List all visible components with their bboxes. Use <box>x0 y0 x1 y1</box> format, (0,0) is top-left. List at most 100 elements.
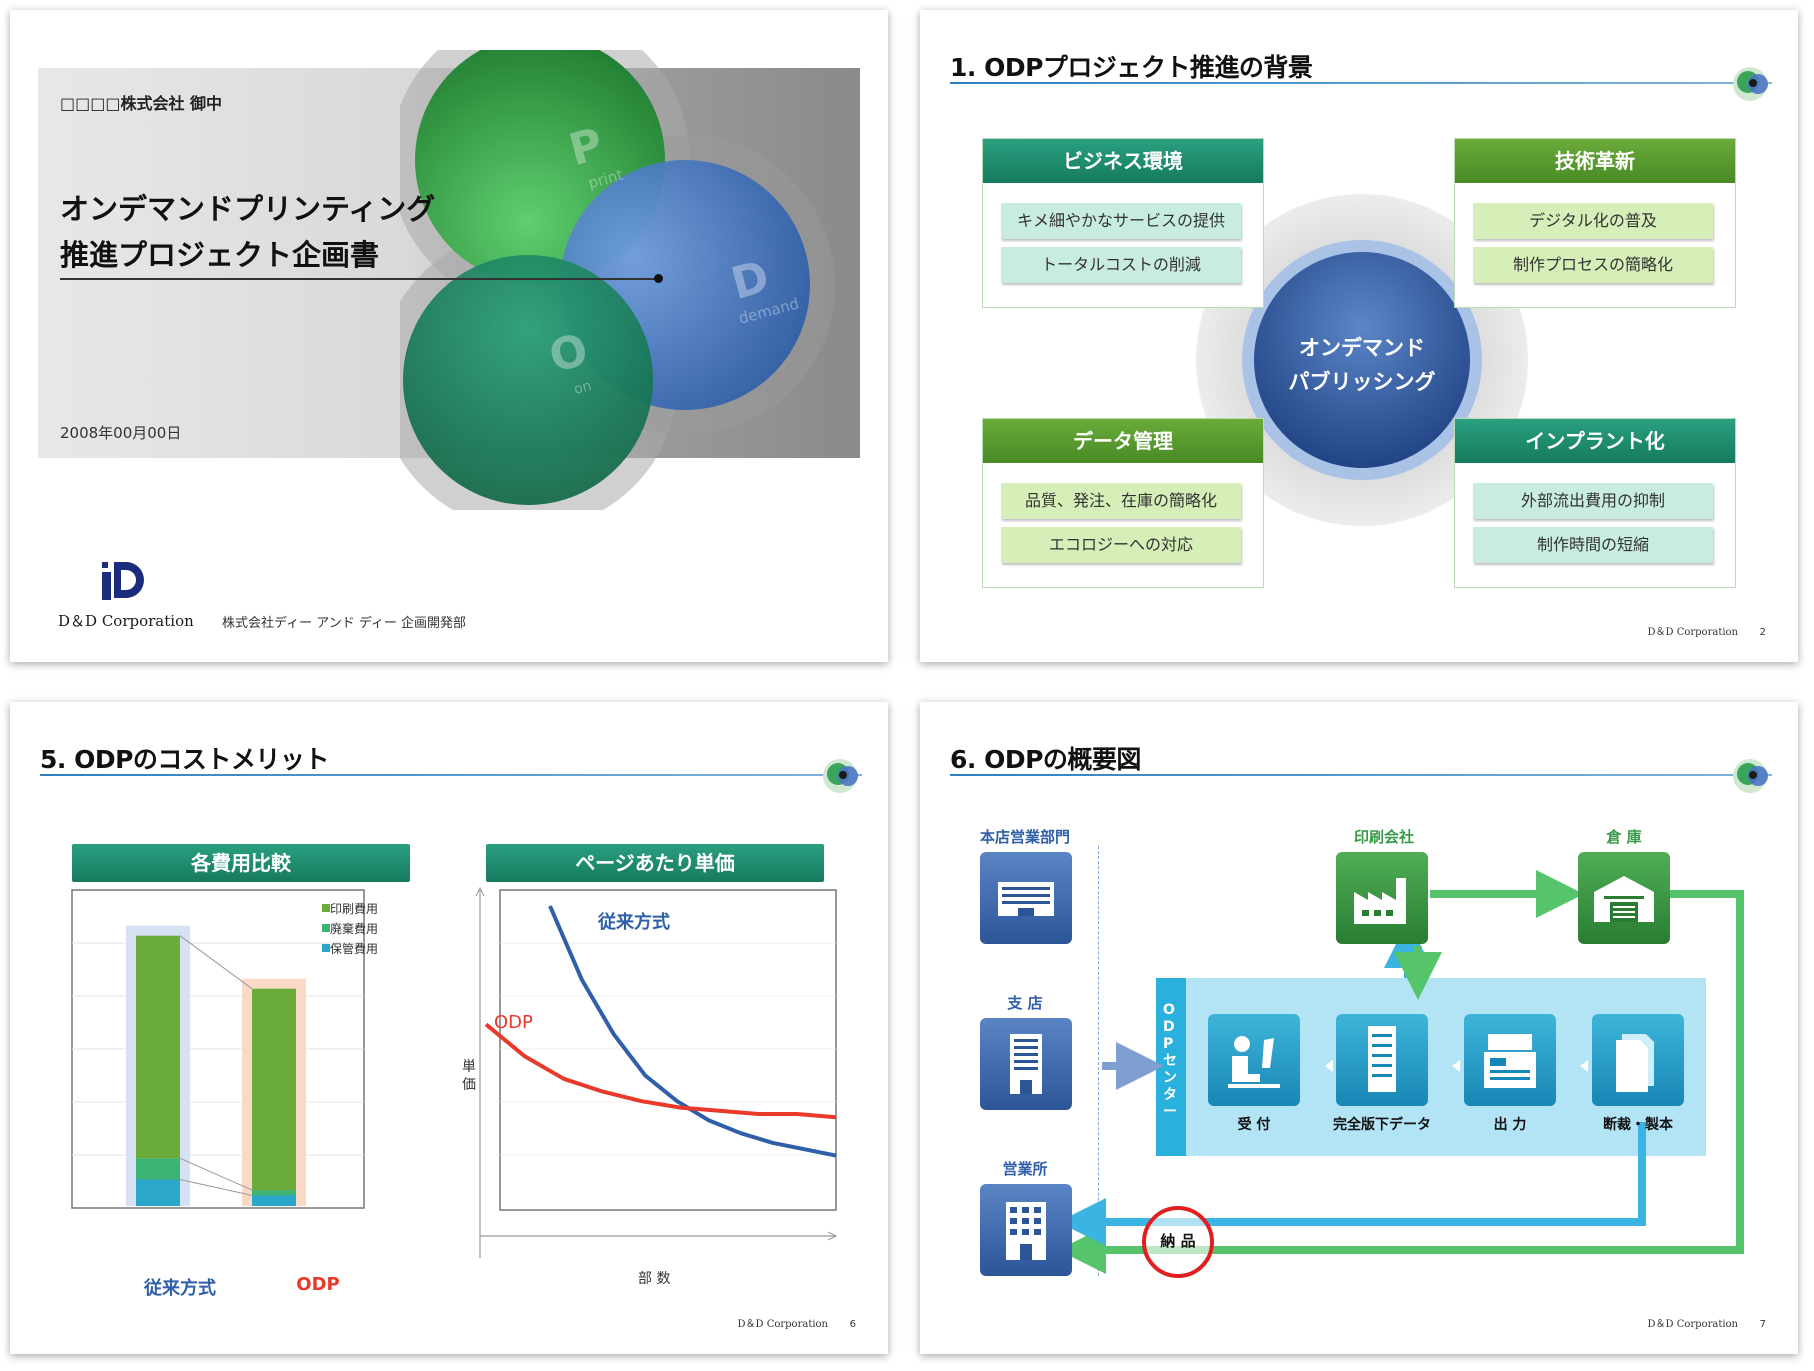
bar-segment <box>136 1179 180 1206</box>
corner-circles-icon <box>823 759 858 793</box>
page-number: 7 <box>1759 1319 1766 1330</box>
step-label: 断裁・製本 <box>1603 1117 1673 1133</box>
box-item: デジタル化の普及 <box>1473 203 1713 239</box>
legend-swatch <box>322 924 330 932</box>
delivery-label: 納 品 <box>1160 1232 1196 1250</box>
cover-title-line1: オンデマンドプリンティング <box>60 192 436 226</box>
slide-cover[interactable]: P print D demand O on □□□□株式会社 御中 オンデマンド… <box>10 10 888 662</box>
unit-price-line-chart <box>475 886 838 1258</box>
cover-date: 2008年00月00日 <box>60 424 182 442</box>
bar-label-odp: ODP <box>296 1274 340 1295</box>
footer-company: D＆D Corporation <box>1647 627 1738 638</box>
office-building-icon <box>980 1184 1072 1276</box>
legend-swatch <box>322 944 330 952</box>
dashed-divider <box>1098 846 1099 1276</box>
bar-segment <box>136 1158 180 1180</box>
page-number: 6 <box>849 1319 856 1330</box>
label-branch: 支 店 <box>1007 994 1043 1012</box>
bar-label-conventional: 従来方式 <box>144 1278 216 1299</box>
slide-cost-merit[interactable]: 5. ODPのコストメリット 各費用比較 ページあたり単価 印刷費用 廃棄費用 … <box>10 702 888 1354</box>
legend-label: 印刷費用 <box>330 902 379 916</box>
connector-line <box>179 935 253 990</box>
legend-label: 保管費用 <box>330 942 379 956</box>
box-technology: 技術革新 デジタル化の普及 制作プロセスの簡略化 <box>1454 138 1736 308</box>
branch-building-icon <box>980 1018 1072 1110</box>
footer-company: D＆D Corporation <box>1647 1319 1738 1330</box>
bar-segment <box>252 1190 296 1196</box>
cost-bar-chart <box>71 889 365 1209</box>
box-item: 外部流出費用の抑制 <box>1473 483 1713 519</box>
y-axis-arrowhead <box>475 886 485 897</box>
hq-building-icon <box>980 852 1072 944</box>
title-rule <box>950 82 1772 84</box>
bar-segment <box>252 1195 296 1206</box>
box-item: 品質、発注、在庫の簡略化 <box>1001 483 1241 519</box>
delivery-circle <box>1142 1206 1214 1278</box>
box-head: データ管理 <box>983 419 1263 463</box>
slide-overview[interactable]: 6. ODPの概要図 ODPセンター 本店営業部門 支 店 営業所 印刷会社 <box>920 702 1798 1354</box>
label-warehouse: 倉 庫 <box>1606 828 1642 846</box>
title-underline <box>60 278 660 280</box>
box-item: エコロジーへの対応 <box>1001 527 1241 563</box>
odp-center-label: ODPセンター <box>1163 1002 1177 1120</box>
bar-chart-header: 各費用比較 <box>72 844 410 882</box>
company-name-en: D＆D Corporation <box>58 612 194 630</box>
box-item: 制作時間の短縮 <box>1473 527 1713 563</box>
box-item: キメ細やかなサービスの提供 <box>1001 203 1241 239</box>
box-head: 技術革新 <box>1455 139 1735 183</box>
factory-icon <box>1336 852 1428 944</box>
box-business: ビジネス環境 キメ細やかなサービスの提供 トータルコストの削減 <box>982 138 1264 308</box>
slide-title: 6. ODPの概要図 <box>950 745 1141 774</box>
legend-swatch <box>322 904 330 912</box>
corner-circles-icon <box>1733 759 1768 793</box>
cover-title-line2: 推進プロジェクト企画書 <box>60 238 380 272</box>
box-implant: インプラント化 外部流出費用の抑制 制作時間の短縮 <box>1454 418 1736 588</box>
curve-label-odp: ODP <box>494 1012 533 1033</box>
binding-icon <box>1592 1014 1684 1106</box>
slide-title: 5. ODPのコストメリット <box>40 745 329 774</box>
legend-label: 廃棄費用 <box>330 922 379 936</box>
hub-text-line1: オンデマンド <box>1299 336 1425 360</box>
venn-circles <box>400 50 835 510</box>
recipient: □□□□株式会社 御中 <box>60 94 223 113</box>
step-label: 完全版下データ <box>1333 1117 1431 1133</box>
odp-curve <box>484 1022 837 1120</box>
conventional-curve <box>548 905 837 1158</box>
plot-frame <box>499 889 837 1211</box>
hub-text-line2: パブリッシング <box>1288 370 1436 394</box>
title-rule <box>950 774 1772 776</box>
footer-company: D＆D Corporation <box>737 1319 828 1330</box>
slide-title: 1. ODPプロジェクト推進の背景 <box>950 53 1313 82</box>
flow-arrows <box>1058 870 1744 1274</box>
underline-dot <box>654 274 663 283</box>
reception-icon <box>1208 1014 1300 1106</box>
x-axis-arrowhead <box>827 1231 838 1241</box>
step-label: 出 力 <box>1493 1117 1527 1133</box>
bar-segment <box>136 935 180 1159</box>
company-logo <box>102 562 144 600</box>
x-axis-label: 部 数 <box>638 1271 671 1287</box>
slide-background[interactable]: 1. ODPプロジェクト推進の背景 オンデマンド パブリッシング ビジネス環境 … <box>920 10 1798 662</box>
label-printer: 印刷会社 <box>1353 828 1414 846</box>
printer-output-icon <box>1464 1014 1556 1106</box>
data-server-icon <box>1336 1014 1428 1106</box>
warehouse-icon <box>1578 852 1670 944</box>
title-rule <box>40 774 862 776</box>
connector-line <box>179 1157 253 1191</box>
box-item: 制作プロセスの簡略化 <box>1473 247 1713 283</box>
box-head: インプラント化 <box>1455 419 1735 463</box>
step-label: 受 付 <box>1237 1117 1271 1133</box>
bar-segment <box>252 988 296 1191</box>
label-hq: 本店営業部門 <box>979 828 1070 846</box>
curve-label-conventional: 従来方式 <box>598 912 670 933</box>
connector-line <box>179 1179 253 1196</box>
corner-circles-icon <box>1733 67 1768 101</box>
box-item: トータルコストの削減 <box>1001 247 1241 283</box>
page-number: 2 <box>1759 627 1766 638</box>
box-data-management: データ管理 品質、発注、在庫の簡略化 エコロジーへの対応 <box>982 418 1264 588</box>
label-office: 営業所 <box>1002 1160 1048 1178</box>
company-name-ja: 株式会社ディー アンド ディー 企画開発部 <box>222 616 467 631</box>
center-hub <box>1196 194 1528 526</box>
box-head: ビジネス環境 <box>983 139 1263 183</box>
y-axis-label: 単価 <box>462 1059 476 1093</box>
